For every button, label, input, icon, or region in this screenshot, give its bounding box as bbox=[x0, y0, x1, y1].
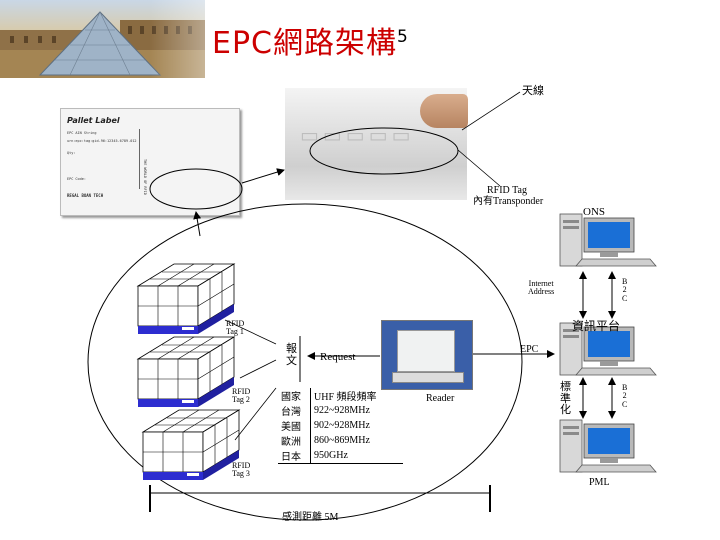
table-cell: 902~928MHz bbox=[314, 420, 370, 431]
info-platform-label: 資訊平台 bbox=[572, 319, 621, 333]
sensing-range-ellipse bbox=[87, 203, 523, 521]
antenna-pointer bbox=[461, 91, 521, 131]
pallet-label-line: urn:epc:tag:gid-96:12345.6789.012 bbox=[67, 139, 137, 143]
table-row: 台灣 922~928MHz bbox=[278, 403, 403, 418]
pallet-label-line: EPC Code: bbox=[67, 177, 86, 181]
reader-antenna-panel bbox=[397, 330, 455, 372]
pallet-2 bbox=[137, 336, 235, 408]
table-cell: 950GHz bbox=[310, 448, 403, 464]
table-cell: 歐洲 bbox=[278, 433, 311, 448]
pallet-1 bbox=[137, 263, 235, 335]
tag3-pointer bbox=[234, 387, 277, 441]
pallet-3 bbox=[142, 409, 240, 481]
standardization-label: 標 準 化 bbox=[560, 381, 571, 417]
page-title: EPC網路架構5 bbox=[212, 18, 409, 62]
table-header-cell: 國家 bbox=[278, 388, 311, 403]
pallet-label-line: Qty: bbox=[67, 151, 76, 155]
ons-server bbox=[559, 213, 657, 267]
rfid-tag-label-1: RFID Tag bbox=[487, 185, 527, 196]
label-highlight-ellipse bbox=[149, 168, 243, 210]
table-row: 歐洲 860~869MHz bbox=[278, 433, 403, 448]
rfid-tag-3-label: RFID Tag 3 bbox=[232, 461, 251, 479]
ons-label: ONS bbox=[583, 206, 606, 218]
header-fade bbox=[150, 0, 290, 78]
table-row: 日本 950GHz bbox=[278, 448, 403, 464]
pallet-label-line: REGAL BOAN TECH bbox=[67, 193, 104, 198]
title-superscript: 5 bbox=[397, 27, 409, 47]
response-label: 報 文 bbox=[286, 343, 297, 367]
tag-pointer bbox=[457, 149, 501, 187]
table-cell: 860~869MHz bbox=[314, 435, 370, 446]
finger-shape bbox=[420, 94, 468, 128]
reader-label: Reader bbox=[426, 393, 455, 404]
request-label: Request bbox=[320, 351, 356, 363]
pml-server bbox=[559, 419, 657, 473]
tag-ghost-print: ▭▭▭▭▭ bbox=[300, 123, 415, 147]
table-cell: 922~928MHz bbox=[314, 405, 370, 416]
frequency-table: 國家 UHF 頻段頻率 台灣 922~928MHz 美國 902~928MHz … bbox=[278, 388, 403, 464]
table-cell: 美國 bbox=[278, 418, 311, 433]
tag1-pointer bbox=[224, 319, 277, 345]
table-header-row: 國家 UHF 頻段頻率 bbox=[278, 388, 403, 403]
pallet-label-divider bbox=[139, 129, 140, 189]
b2c-top-label: B 2 C bbox=[622, 277, 628, 303]
rfid-tag-1-label: RFID Tag 1 bbox=[226, 319, 245, 337]
table-header-cell: UHF 頻段頻率 bbox=[314, 392, 377, 403]
pml-label: PML bbox=[589, 477, 610, 488]
table-cell: 台灣 bbox=[278, 403, 311, 418]
rfid-tag-label-2: 內有Transponder bbox=[473, 196, 544, 207]
tag2-pointer bbox=[239, 359, 277, 379]
epc-label: EPC bbox=[520, 344, 539, 355]
pallet-label-image: Pallet Label EPC AIN String urn:epc:tag:… bbox=[60, 108, 240, 216]
internet-address-label: Internet Address bbox=[528, 279, 555, 297]
tag-highlight-ellipse bbox=[309, 127, 459, 175]
pallet-label-heading: Pallet Label bbox=[67, 116, 120, 125]
pallet-label-line: EPC AIN String bbox=[67, 131, 97, 135]
rfid-tag-2-label: RFID Tag 2 bbox=[232, 387, 251, 405]
table-row: 美國 902~928MHz bbox=[278, 418, 403, 433]
table-cell: 日本 bbox=[278, 448, 311, 464]
title-text: EPC網路架構 bbox=[212, 26, 397, 61]
b2c-bottom-label: B 2 C bbox=[622, 383, 628, 409]
antenna-label: 天線 bbox=[522, 85, 544, 97]
pallet-to-label-arrow bbox=[193, 211, 202, 237]
distance-label: 感測距離 5M bbox=[282, 512, 339, 523]
reader-base bbox=[392, 372, 464, 383]
label-to-tag-arrow bbox=[241, 168, 285, 184]
